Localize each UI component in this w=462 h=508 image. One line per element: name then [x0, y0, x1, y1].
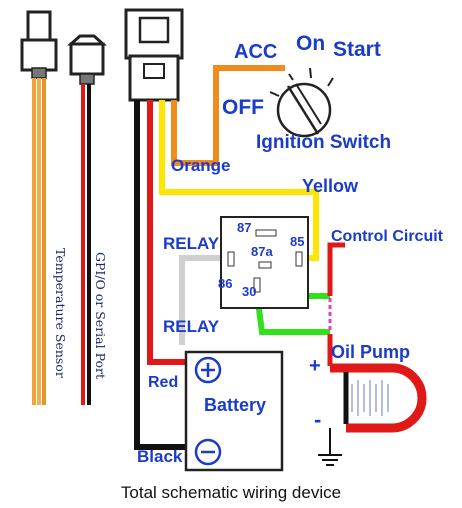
orange-wire: [171, 65, 285, 166]
relay-pin-87a: 87a: [251, 244, 273, 259]
oil-pump-label: Oil Pump: [331, 342, 410, 362]
relay-label-top: RELAY: [163, 234, 220, 253]
orange-wire-label: Orange: [171, 156, 231, 175]
red-wire-label: Red: [148, 374, 178, 391]
relay-pin-87: 87: [237, 220, 251, 235]
relay-pin-85: 85: [290, 234, 304, 249]
black-wire-label: Black: [137, 447, 183, 466]
gray-relay-wire: [179, 255, 221, 345]
ignition-switch-label: Ignition Switch: [256, 132, 391, 153]
ignition-acc-label: ACC: [234, 41, 277, 63]
ignition-off-label: OFF: [222, 96, 264, 119]
relay-block: [220, 216, 309, 309]
yellow-wire-label: Yellow: [302, 176, 359, 196]
serial-port-connector: [67, 34, 107, 405]
temperature-sensor-connector: [20, 10, 58, 405]
serial-port-label: GPI/O or Serial Port: [93, 252, 108, 379]
oil-pump: [318, 363, 427, 466]
relay-pin-86: 86: [218, 276, 232, 291]
ignition-start-label: Start: [333, 38, 381, 61]
oil-pump-minus: -: [314, 407, 321, 432]
oil-pump-plus: +: [309, 355, 321, 377]
ignition-on-label: On: [296, 32, 325, 55]
yellow-wire: [159, 100, 319, 261]
red-wire: [147, 100, 197, 365]
temperature-sensor-label: Temperature Sensor: [53, 248, 68, 378]
battery-label: Battery: [204, 395, 266, 415]
control-circuit-wire: [327, 242, 345, 296]
ignition-switch: [269, 67, 334, 138]
relay-label-bottom: RELAY: [163, 317, 220, 336]
battery: [184, 350, 284, 472]
black-wire: [134, 100, 195, 450]
relay-pin-30: 30: [242, 284, 256, 299]
control-circuit-label: Control Circuit: [331, 228, 444, 245]
diagram-caption: Total schematic wiring device: [121, 483, 341, 502]
main-harness-connector: [124, 8, 184, 102]
